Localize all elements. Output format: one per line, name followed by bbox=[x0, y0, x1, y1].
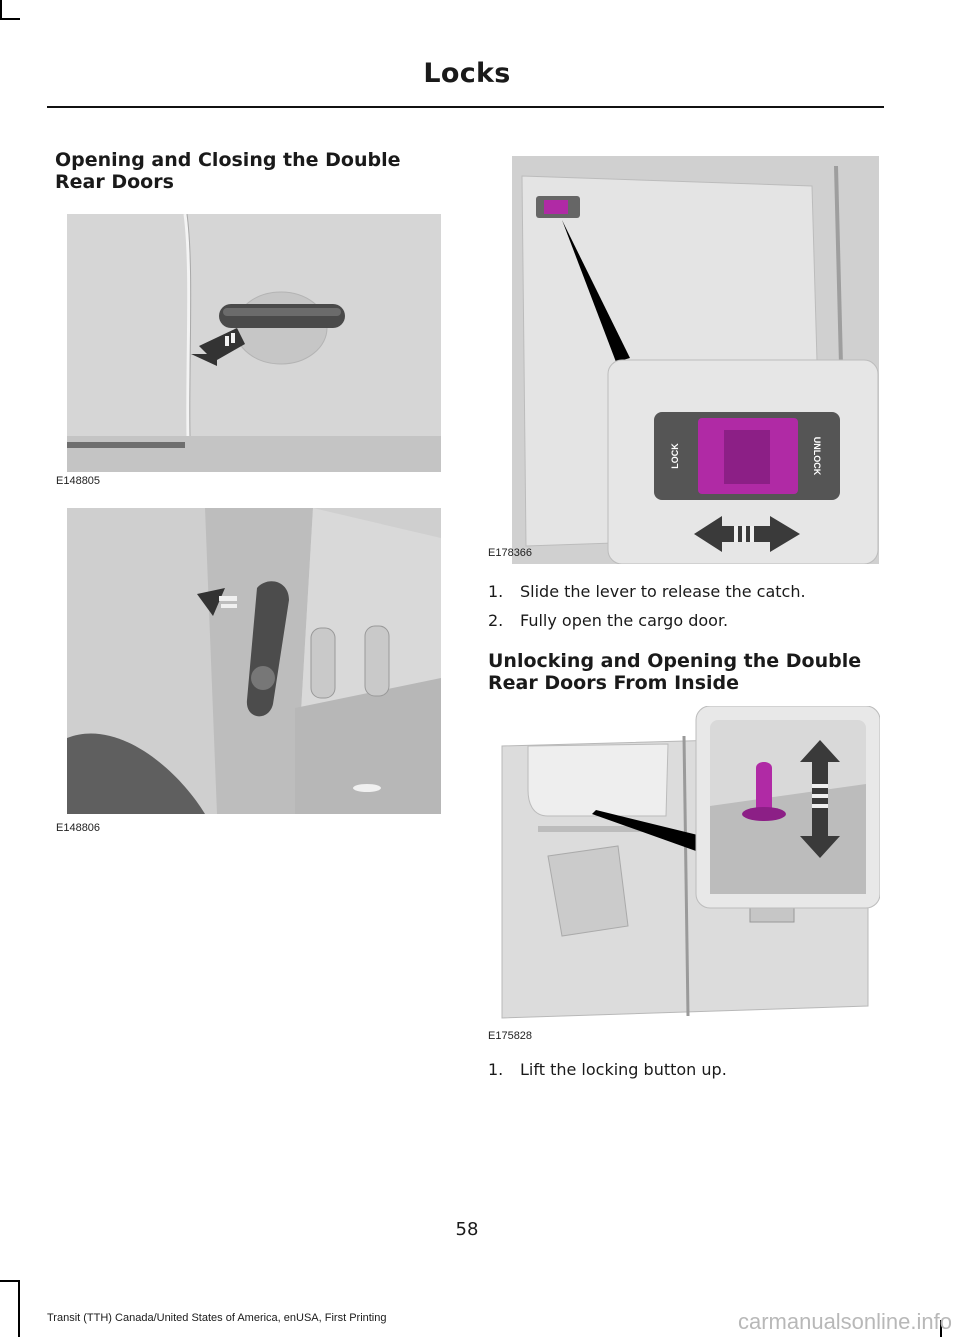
unlock-label: UNLOCK bbox=[812, 437, 822, 476]
locking-button bbox=[756, 762, 772, 810]
step-text: Lift the locking button up. bbox=[520, 1060, 727, 1079]
crop-mark-bottom-left-h bbox=[0, 1280, 20, 1282]
step-text: Slide the lever to release the catch. bbox=[520, 582, 806, 601]
page-title: Locks bbox=[423, 58, 511, 89]
interior-door-lever-illustration bbox=[67, 508, 441, 814]
list-item: 1. Slide the lever to release the catch. bbox=[488, 582, 806, 602]
crop-mark-bottom-right bbox=[940, 1320, 942, 1337]
exterior-door-handle-illustration bbox=[67, 214, 441, 472]
crop-mark-bottom-left bbox=[18, 1280, 20, 1337]
page-number: 58 bbox=[455, 1219, 479, 1240]
steps-lift-button: 1. Lift the locking button up. bbox=[488, 1060, 727, 1080]
figure-code-locking-button: E175828 bbox=[488, 1030, 533, 1042]
figure-exterior-handle bbox=[67, 214, 441, 472]
up-down-arrow-icon bbox=[800, 740, 840, 858]
crop-mark-top-left-h bbox=[0, 18, 20, 20]
list-item: 2. Fully open the cargo door. bbox=[488, 611, 806, 631]
steps-release-catch: 1.Slide the lever to release the catch. … bbox=[488, 582, 806, 631]
lock-label: LOCK bbox=[670, 443, 680, 469]
step-number: 2. bbox=[488, 611, 504, 630]
list-item: 1. Lift the locking button up. bbox=[488, 1060, 727, 1080]
locking-button-illustration bbox=[488, 706, 880, 1026]
watermark: carmanualsonline.info bbox=[737, 1309, 952, 1334]
header-divider bbox=[47, 106, 884, 108]
section-heading-unlocking-inside: Unlocking and Opening the Double Rear Do… bbox=[488, 650, 862, 694]
figure-code-interior-lever: E148806 bbox=[56, 822, 101, 834]
catch-highlight bbox=[544, 200, 568, 214]
figure-cargo-catch: LOCK UNLOCK bbox=[512, 156, 879, 564]
step-number: 1. bbox=[488, 1060, 504, 1079]
figure-locking-button bbox=[488, 706, 880, 1026]
footer-publication-info: Transit (TTH) Canada/United States of Am… bbox=[47, 1312, 387, 1324]
figure-code-cargo-catch: E178366 bbox=[488, 547, 533, 559]
section-heading-opening-closing: Opening and Closing the Double Rear Door… bbox=[55, 149, 401, 193]
step-text: Fully open the cargo door. bbox=[520, 611, 729, 630]
crop-mark-top-left bbox=[0, 0, 2, 20]
cargo-door-catch-illustration: LOCK UNLOCK bbox=[512, 156, 879, 564]
step-number: 1. bbox=[488, 582, 504, 601]
slide-direction-arrow-icon bbox=[694, 516, 800, 552]
figure-code-exterior-handle: E148805 bbox=[56, 475, 101, 487]
figure-interior-lever bbox=[67, 508, 441, 814]
